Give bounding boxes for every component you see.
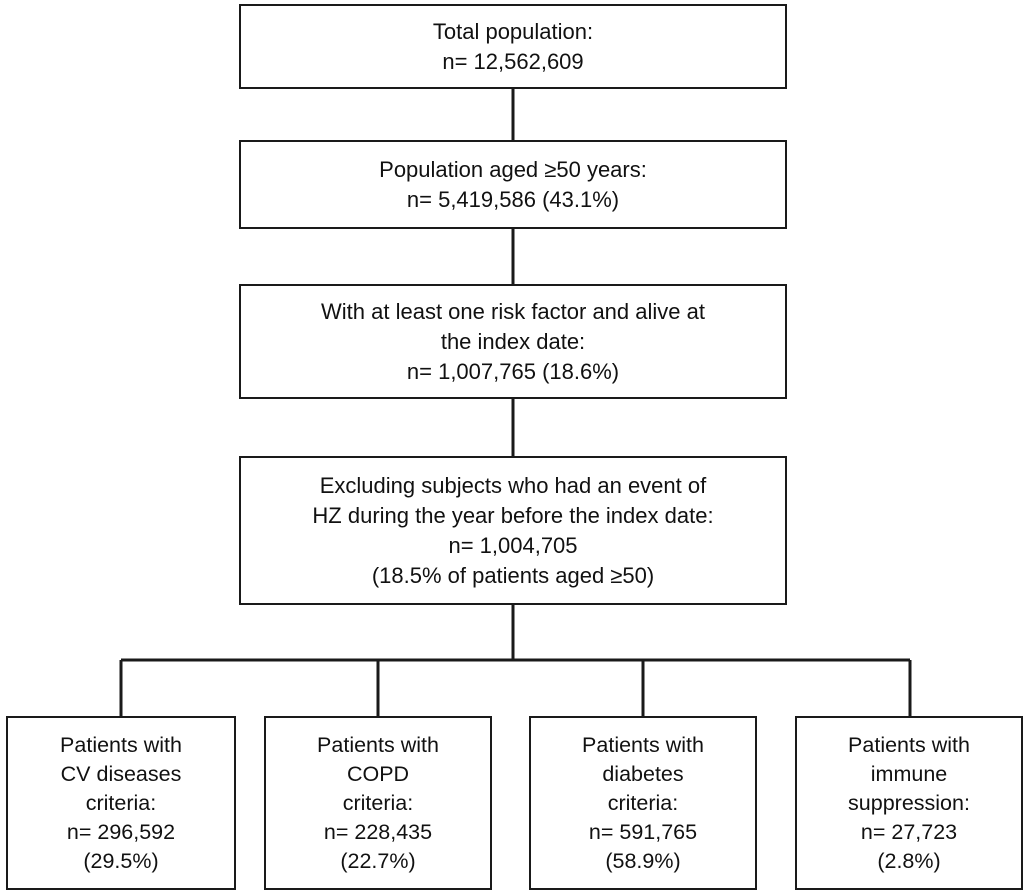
step-aged-50: Population aged ≥50 years: n= 5,419,586 … (239, 140, 787, 229)
step-line: n= 1,007,765 (18.6%) (406, 358, 620, 384)
group-line: Patients with (848, 732, 970, 757)
step-line: Total population: (432, 18, 594, 44)
step-line: (18.5% of patients aged ≥50) (371, 562, 655, 588)
group-line: COPD (346, 761, 410, 786)
group-line: n= 27,723 (860, 819, 958, 844)
step-line: n= 1,004,705 (448, 532, 578, 558)
group-line: n= 591,765 (588, 819, 698, 844)
group-line: Patients with (317, 732, 439, 757)
group-line: n= 228,435 (323, 819, 433, 844)
step-line: With at least one risk factor and alive … (321, 298, 705, 324)
group-line: diabetes (602, 761, 684, 786)
step-risk-factor: With at least one risk factor and alive … (239, 284, 787, 399)
group-line: criteria: (342, 790, 414, 815)
step-line: Excluding subjects who had an event of (319, 472, 707, 498)
step-line: HZ during the year before the index date… (312, 502, 714, 528)
group-line: Patients with (60, 732, 182, 757)
step-total-population: Total population: n= 12,562,609 (239, 4, 787, 89)
step-line: n= 12,562,609 (442, 48, 584, 74)
group-copd: Patients with COPD criteria: n= 228,435 … (264, 716, 492, 890)
step-line: the index date: (440, 328, 586, 354)
group-line: (2.8%) (877, 848, 941, 873)
group-line: (58.9%) (605, 848, 681, 873)
group-line: Patients with (582, 732, 704, 757)
group-line: (29.5%) (83, 848, 159, 873)
group-diabetes: Patients with diabetes criteria: n= 591,… (529, 716, 757, 890)
step-line: n= 5,419,586 (43.1%) (406, 186, 620, 212)
group-line: (22.7%) (340, 848, 416, 873)
group-line: immune (870, 761, 948, 786)
group-line: criteria: (607, 790, 679, 815)
group-line: suppression: (848, 790, 970, 815)
group-immune-suppression: Patients with immune suppression: n= 27,… (795, 716, 1023, 890)
step-line: Population aged ≥50 years: (379, 156, 647, 182)
group-cv-diseases: Patients with CV diseases criteria: n= 2… (6, 716, 236, 890)
group-line: criteria: (85, 790, 157, 815)
group-line: n= 296,592 (66, 819, 176, 844)
step-excluding-hz: Excluding subjects who had an event of H… (239, 456, 787, 605)
group-line: CV diseases (60, 761, 182, 786)
